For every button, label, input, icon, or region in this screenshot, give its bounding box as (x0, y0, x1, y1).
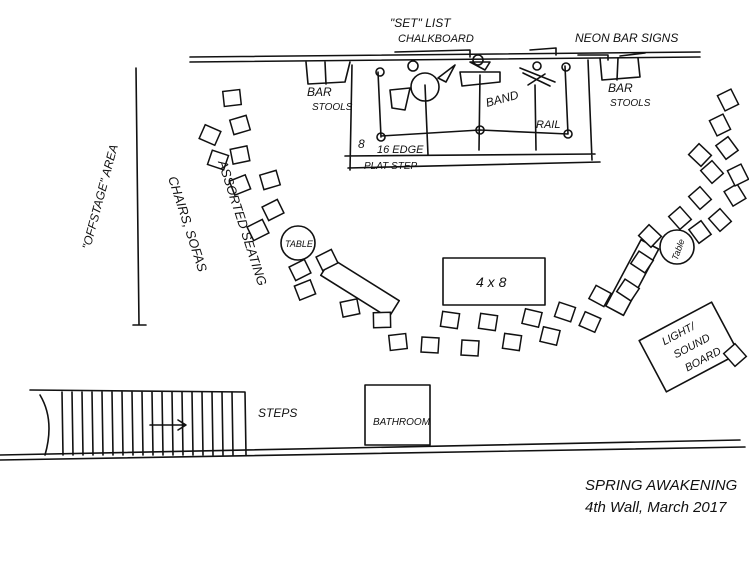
label-chairs-sofas: CHAIRS, SOFAS (165, 174, 210, 274)
bar-stools-right (599, 57, 641, 81)
chair (229, 145, 251, 165)
drawing-title: SPRING AWAKENING (585, 477, 738, 494)
label-offstage: "OFFSTAGE" AREA (79, 143, 120, 251)
front-wall (0, 439, 746, 461)
chair (716, 88, 740, 112)
step-tread (151, 391, 154, 456)
sofa-left (319, 257, 401, 319)
chair (539, 325, 561, 347)
chair (315, 248, 339, 272)
keyboard-icon (459, 54, 501, 87)
step-tread (121, 391, 124, 456)
label-bar: BAR (608, 81, 633, 95)
bathroom (364, 384, 431, 446)
label-table: TABLE (285, 239, 314, 249)
chairs (198, 88, 749, 368)
chair (699, 159, 725, 185)
step-tread (81, 391, 84, 456)
label-plat-step: PLAT STEP (364, 161, 417, 172)
label-8: 8 (358, 137, 365, 151)
chair (708, 113, 732, 137)
drum-kit-icon (389, 60, 456, 111)
chair (246, 218, 270, 242)
label-table: Table (670, 238, 687, 262)
step-tread (171, 391, 174, 456)
label-bathroom: BATHROOM (373, 417, 431, 428)
chair (587, 284, 613, 308)
chair (726, 163, 749, 187)
step-tread (191, 391, 194, 456)
chair (553, 301, 577, 323)
chair (372, 311, 392, 329)
chair (615, 278, 641, 302)
chair (501, 332, 523, 352)
step-tread (161, 391, 164, 456)
chair (687, 142, 713, 168)
label-neon-signs: NEON BAR SIGNS (575, 31, 678, 45)
label-steps: STEPS (258, 406, 297, 420)
step-tread (221, 391, 224, 456)
label-chalkboard: CHALKBOARD (398, 33, 474, 45)
label-set-list: "SET" LIST (390, 16, 452, 30)
chair (722, 342, 748, 368)
sofa-right (605, 238, 660, 317)
step-tread (231, 391, 234, 456)
chair (198, 123, 222, 147)
label-stools: STOOLS (610, 98, 651, 109)
chair (439, 310, 461, 330)
arrow-icon (149, 419, 187, 431)
chair (261, 198, 285, 222)
step-tread (211, 391, 214, 456)
bar-stools-left (305, 61, 351, 85)
step-tread (101, 391, 104, 456)
guitar-icon (519, 61, 556, 87)
chair (228, 114, 252, 136)
drawing-subtitle: 4th Wall, March 2017 (585, 499, 727, 516)
chair (667, 205, 693, 231)
steps (29, 389, 247, 456)
label-band: BAND (484, 88, 520, 110)
step-tread (61, 391, 64, 456)
offstage-wall (132, 67, 147, 326)
chair (221, 88, 243, 108)
step-tread (131, 391, 134, 456)
chair (687, 185, 713, 211)
platform-4x8 (442, 257, 546, 306)
step-tread (141, 391, 144, 456)
chair (714, 135, 740, 161)
chair (637, 223, 663, 249)
back-wall (189, 47, 701, 63)
step-tread (111, 391, 114, 456)
table-right (659, 229, 695, 265)
label-edge: 16 EDGE (377, 144, 424, 156)
chair (578, 310, 602, 334)
label-4x8: 4 x 8 (476, 274, 507, 290)
stage (344, 59, 601, 171)
chair (206, 149, 230, 171)
chair (420, 336, 440, 354)
chair (228, 173, 252, 197)
chair (293, 278, 317, 302)
step-tread (91, 391, 94, 456)
chair (707, 207, 733, 233)
step-tread (201, 391, 204, 456)
chair (258, 169, 282, 191)
step-tread (71, 391, 74, 456)
chair (687, 219, 713, 245)
table-left (280, 225, 316, 261)
light-sound-board (638, 301, 740, 393)
chair (477, 312, 499, 332)
chair (288, 258, 312, 282)
chair (723, 182, 747, 208)
chair (629, 250, 655, 274)
chair (521, 307, 543, 329)
chair (339, 298, 361, 318)
label-rail: RAIL (536, 119, 560, 131)
chair (460, 339, 480, 357)
label-bar: BAR (307, 85, 332, 99)
label-stools: STOOLS (312, 102, 353, 113)
chair (387, 332, 409, 352)
